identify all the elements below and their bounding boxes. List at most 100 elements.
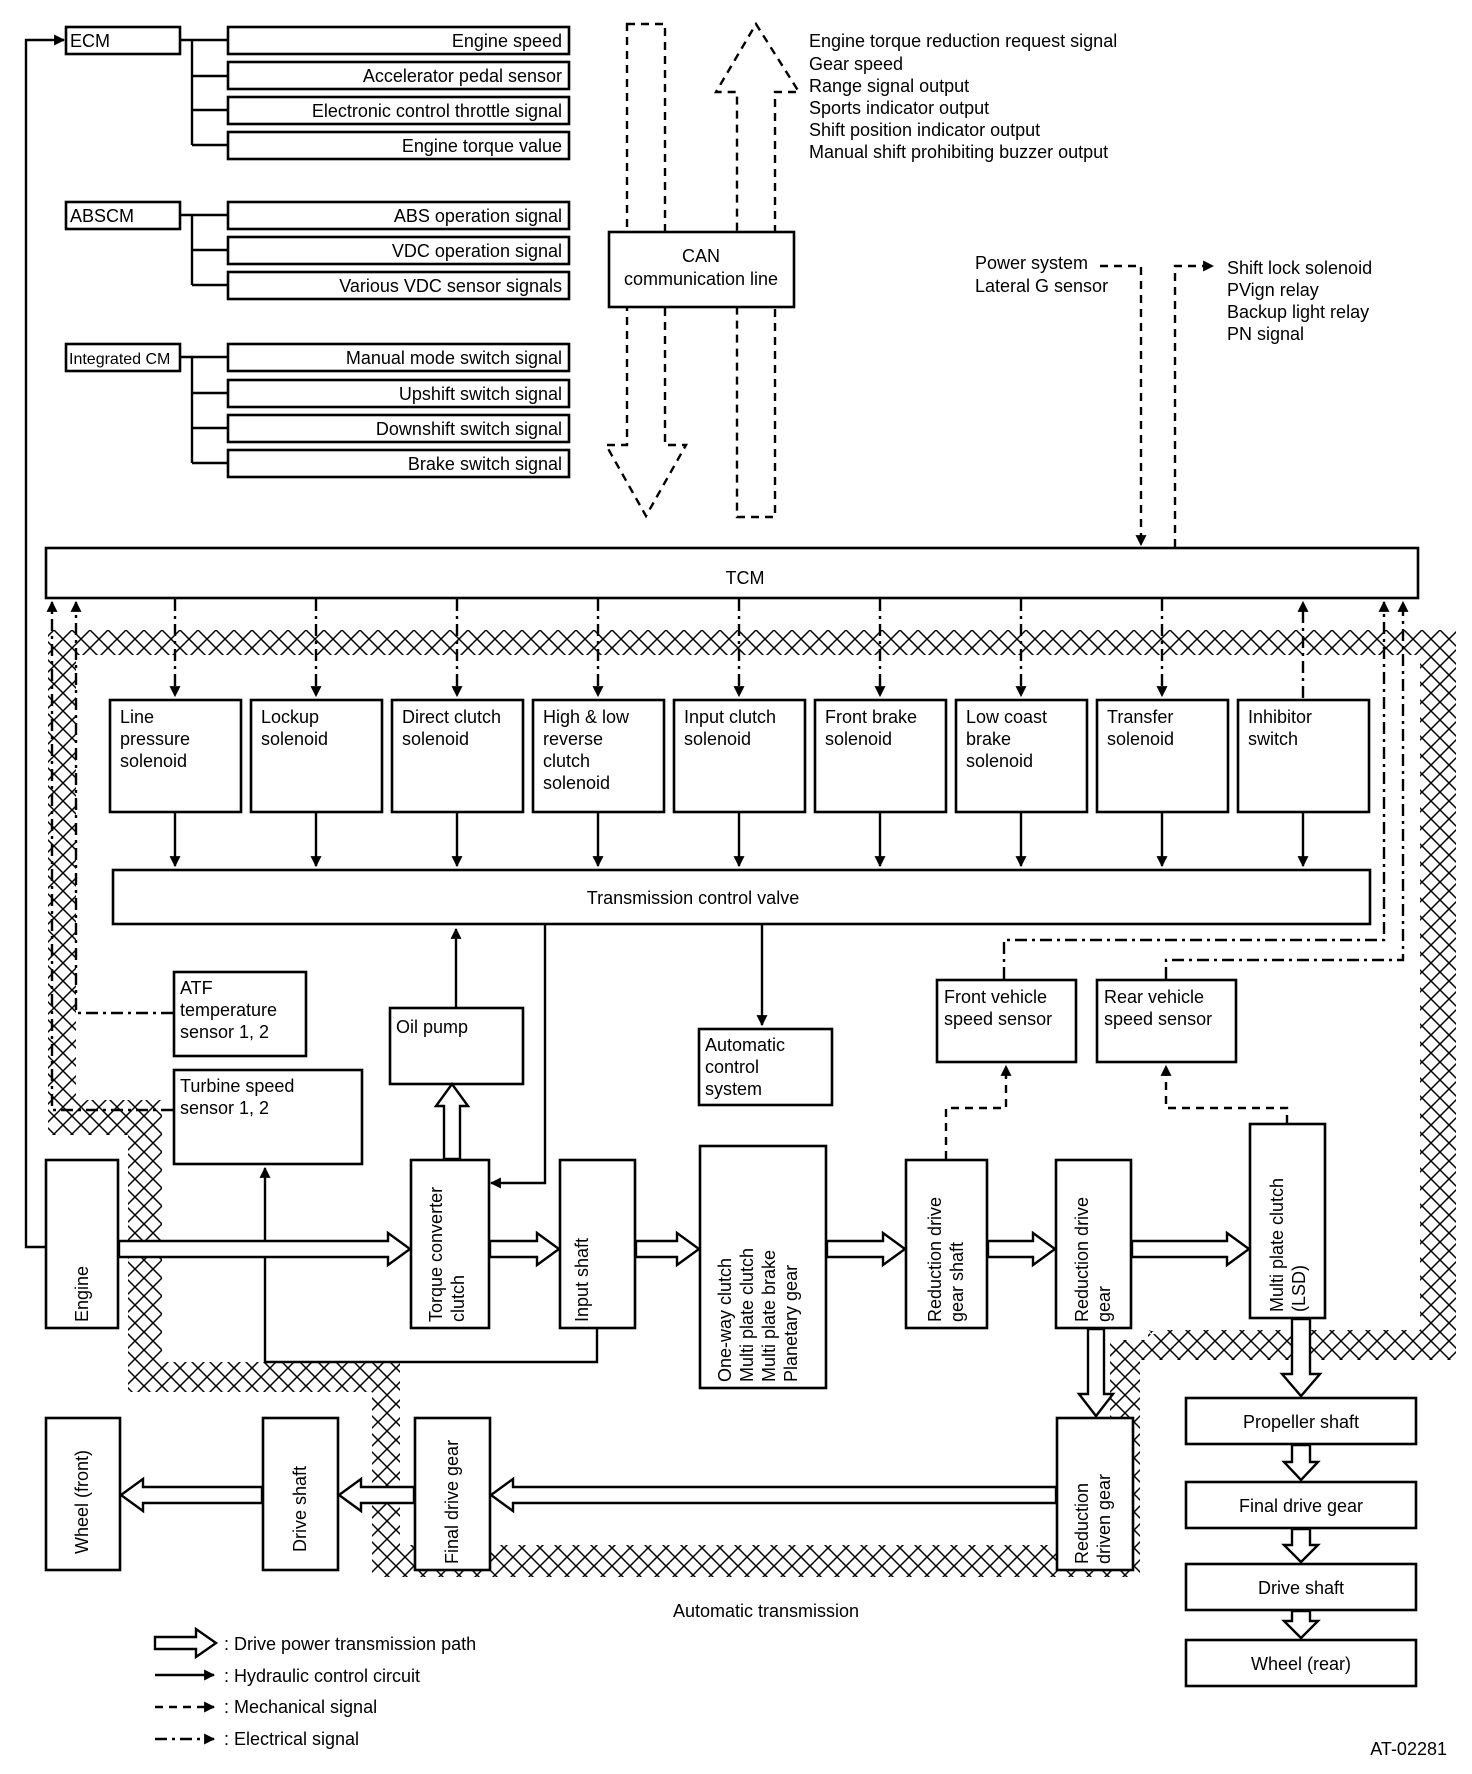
- multi-plate-lsd-l1: (LSD): [1289, 1265, 1309, 1312]
- solenoid-3-l3: solenoid: [543, 773, 610, 793]
- valve-to-converter-line: [489, 925, 547, 1189]
- reduction-driven-l0: Reduction: [1072, 1483, 1092, 1564]
- input-shaft-label: Input shaft: [572, 1238, 592, 1322]
- solenoid-1-l0: Lockup: [261, 707, 319, 727]
- output-5: Manual shift prohibiting buzzer output: [809, 142, 1108, 162]
- atf-sensor-l1: temperature: [180, 1000, 277, 1020]
- ecm-signal-2: Electronic control throttle signal: [312, 101, 562, 121]
- turbine-sensor-box: [172, 1068, 364, 1166]
- control-valve-box: [111, 868, 1372, 926]
- integrated-cm-signal-1: Upshift switch signal: [399, 384, 562, 404]
- front-speed-l0: Front vehicle: [944, 987, 1047, 1007]
- integrated-cm-signal-2: Downshift switch signal: [376, 419, 562, 439]
- abscm-signals: ABS operation signal VDC operation signa…: [226, 200, 571, 301]
- control-valve-label: Transmission control valve: [587, 888, 799, 908]
- ecm-signal-0: Engine speed: [452, 31, 562, 51]
- turbine-sensor-l0: Turbine speed: [180, 1076, 294, 1096]
- ecm-box: [64, 25, 182, 56]
- abscm-signal-2: Various VDC sensor signals: [339, 276, 562, 296]
- gear-set-l0: One-way clutch: [715, 1258, 735, 1382]
- auto-control-l1: control: [705, 1057, 759, 1077]
- torque-converter-l0: Torque converter: [426, 1187, 446, 1322]
- integrated-cm-signal-3: Brake switch signal: [408, 454, 562, 474]
- rear-chain-2: Drive shaft: [1258, 1578, 1344, 1598]
- can-down-arrow: [603, 22, 689, 519]
- gear-set-l1: Multi plate clutch: [737, 1248, 757, 1382]
- figure-id: AT-02281: [1370, 1739, 1447, 1759]
- drive-shaft-front-label: Drive shaft: [290, 1466, 310, 1552]
- rear-chain-3: Wheel (rear): [1251, 1654, 1351, 1674]
- solenoid-2-l0: Direct clutch: [402, 707, 501, 727]
- rear-chain-1: Final drive gear: [1239, 1496, 1363, 1516]
- tcm-to-outputs-line: [1173, 260, 1215, 547]
- auto-control-box: [697, 1027, 834, 1107]
- tcm-label: TCM: [726, 568, 765, 588]
- auto-control-l0: Automatic: [705, 1035, 785, 1055]
- integrated-cm-label: Integrated CM: [69, 351, 170, 368]
- can-label-2: communication line: [624, 269, 778, 289]
- solenoid-6-l2: solenoid: [966, 751, 1033, 771]
- lsd-to-rear-sensor: [1160, 1064, 1289, 1123]
- can-label-1: CAN: [682, 246, 720, 266]
- rear-chain: Propeller shaft Final drive gear Drive s…: [1184, 1396, 1418, 1688]
- final-drive-front-box: [413, 1416, 492, 1572]
- solenoid-7-l1: solenoid: [1107, 729, 1174, 749]
- atf-sensor-l0: ATF: [180, 978, 213, 998]
- ecm-signal-3: Engine torque value: [402, 136, 562, 156]
- legend-3: : Electrical signal: [224, 1729, 359, 1749]
- solenoid-0-l2: solenoid: [120, 751, 187, 771]
- reduction-drive-shaft-l1: gear shaft: [947, 1242, 967, 1322]
- tcm-output-0: Shift lock solenoid: [1227, 258, 1372, 278]
- reduction-drive-gear-l1: gear: [1094, 1286, 1114, 1322]
- solenoid-0-l1: pressure: [120, 729, 190, 749]
- gear-set-l2: Multi plate brake: [759, 1250, 779, 1382]
- torque-converter-l1: clutch: [448, 1275, 468, 1322]
- legend-0: : Drive power transmission path: [224, 1634, 476, 1654]
- tcm-solenoid-signals: [169, 599, 1309, 698]
- can-up-arrow: [713, 21, 802, 519]
- rear-chain-0: Propeller shaft: [1243, 1412, 1359, 1432]
- front-speed-sensor-box: [935, 978, 1078, 1064]
- solenoid-0-l0: Line: [120, 707, 154, 727]
- abscm-label: ABSCM: [70, 206, 134, 226]
- solenoid-4-l0: Input clutch: [684, 707, 776, 727]
- wheel-front-box: [44, 1416, 122, 1572]
- solenoid-3-l0: High & low: [543, 707, 630, 727]
- shaft-to-front-sensor: [944, 1064, 1012, 1159]
- can-outputs: Engine torque reduction request signal G…: [809, 31, 1117, 162]
- solenoid-5-l1: solenoid: [825, 729, 892, 749]
- reduction-drive-gear-l0: Reduction drive: [1072, 1197, 1092, 1322]
- auto-control-l2: system: [705, 1079, 762, 1099]
- solenoid-row: Line pressure solenoid Lockup solenoid D…: [108, 698, 1371, 814]
- tcm-output-2: Backup light relay: [1227, 302, 1369, 322]
- tcm-box: [44, 546, 1420, 600]
- integrated-cm-signals: Manual mode switch signal Upshift switch…: [226, 342, 571, 479]
- legend-drive-arrow: [153, 1626, 219, 1660]
- ecm-bracket: [180, 38, 228, 147]
- power-input-1: Lateral G sensor: [975, 276, 1108, 296]
- legend-2: : Mechanical signal: [224, 1697, 377, 1717]
- tcm-output-1: PVign relay: [1227, 280, 1319, 300]
- power-path: [117, 1081, 1323, 1640]
- abscm-signal-1: VDC operation signal: [392, 241, 562, 261]
- reduction-drive-shaft-l0: Reduction drive: [925, 1197, 945, 1322]
- rear-speed-l0: Rear vehicle: [1104, 987, 1204, 1007]
- reduction-driven-gear-box: [1055, 1416, 1135, 1572]
- output-1: Gear speed: [809, 54, 903, 74]
- reduction-driven-l1: driven gear: [1094, 1474, 1114, 1564]
- engine-box: [44, 1158, 120, 1330]
- output-3: Sports indicator output: [809, 98, 989, 118]
- front-speed-to-tcm: [1002, 600, 1390, 979]
- atf-to-tcm-line: [70, 600, 173, 1015]
- turbine-to-tcm-line: [46, 600, 173, 1112]
- output-4: Shift position indicator output: [809, 120, 1040, 140]
- solenoid-8-l0: Inhibitor: [1248, 707, 1312, 727]
- solenoid-5-l0: Front brake: [825, 707, 917, 727]
- turbine-sensor-l1: sensor 1, 2: [180, 1098, 269, 1118]
- output-2: Range signal output: [809, 76, 969, 96]
- atf-sensor-box: [172, 970, 308, 1058]
- rear-speed-sensor-box: [1095, 978, 1238, 1064]
- multi-plate-lsd-l0: Multi plate clutch: [1267, 1178, 1287, 1312]
- solenoid-1-l1: solenoid: [261, 729, 328, 749]
